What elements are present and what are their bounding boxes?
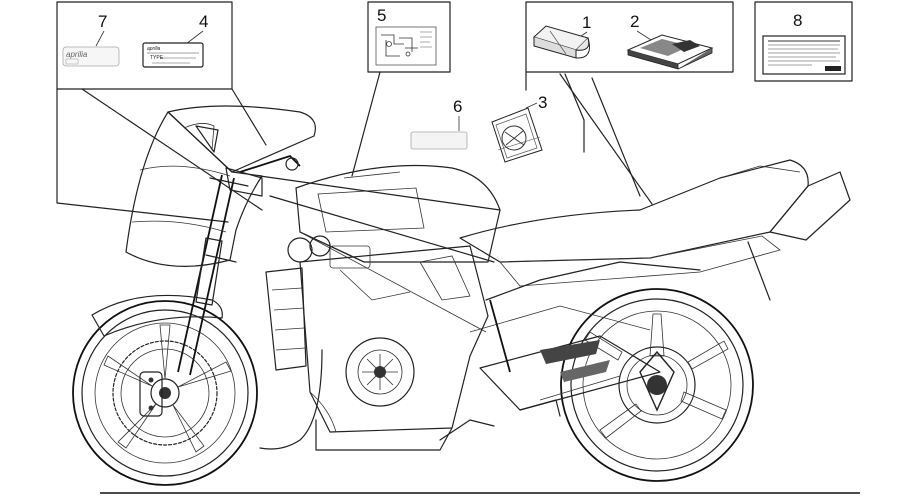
callout-6-group: 6 xyxy=(410,97,468,150)
brake-caliper xyxy=(139,371,163,417)
callout-number-2: 2 xyxy=(630,12,639,31)
instrument-cluster xyxy=(287,235,331,263)
throttle-body xyxy=(329,245,371,269)
callout-number-4: 4 xyxy=(199,12,208,31)
seat-and-tail xyxy=(459,159,851,301)
front-fork xyxy=(177,174,249,376)
homologation-plate: aprilia TYPE xyxy=(142,42,204,68)
wiring-diagram-label xyxy=(375,26,437,66)
engine xyxy=(299,245,489,451)
rear-wheel xyxy=(560,288,754,482)
swingarm xyxy=(479,335,661,411)
mirror xyxy=(195,125,219,153)
front-wheel xyxy=(72,300,258,486)
aprilia-sticker: aprilia xyxy=(62,46,120,67)
owners-manual-booklet xyxy=(626,34,714,70)
callout-box-5: 5 xyxy=(367,1,451,73)
motorcycle-line-drawing xyxy=(72,105,860,494)
rider-footpeg xyxy=(439,419,495,441)
handlebar-assembly xyxy=(225,154,301,197)
radiator xyxy=(265,267,307,371)
svg-text:TYPE: TYPE xyxy=(150,55,164,61)
callout-number-5: 5 xyxy=(377,6,386,25)
rear-hugger xyxy=(747,241,771,301)
callout-number-7: 7 xyxy=(98,12,107,31)
exhaust-header xyxy=(259,349,323,450)
leader-lines xyxy=(56,71,653,223)
callout-number-8: 8 xyxy=(793,11,802,30)
front-fairing xyxy=(125,105,316,267)
clutch-cover xyxy=(345,337,415,407)
callout-3-group: 3 xyxy=(491,93,547,163)
fuel-tank xyxy=(295,164,501,263)
rear-shock xyxy=(489,299,511,373)
oil-sump xyxy=(315,419,453,451)
callout-number-3: 3 xyxy=(538,93,547,112)
callout-number-1: 1 xyxy=(582,13,591,32)
blank-label-decal xyxy=(410,131,468,150)
emission-control-label xyxy=(762,35,846,75)
callout-box-8: 8 xyxy=(754,1,853,82)
callout-box-7-4: 7 4 aprilia aprilia TYPE xyxy=(56,1,233,90)
svg-text:aprilia: aprilia xyxy=(66,50,88,59)
callout-number-6: 6 xyxy=(453,97,462,116)
svg-text:aprilia: aprilia xyxy=(147,46,161,52)
frame xyxy=(259,175,701,333)
tool-kit-pouch xyxy=(533,25,590,59)
passenger-footpeg xyxy=(519,399,561,417)
front-fender xyxy=(91,294,223,337)
callout-box-1-2: 1 2 xyxy=(525,1,734,73)
warning-pictogram-decal xyxy=(491,107,543,163)
